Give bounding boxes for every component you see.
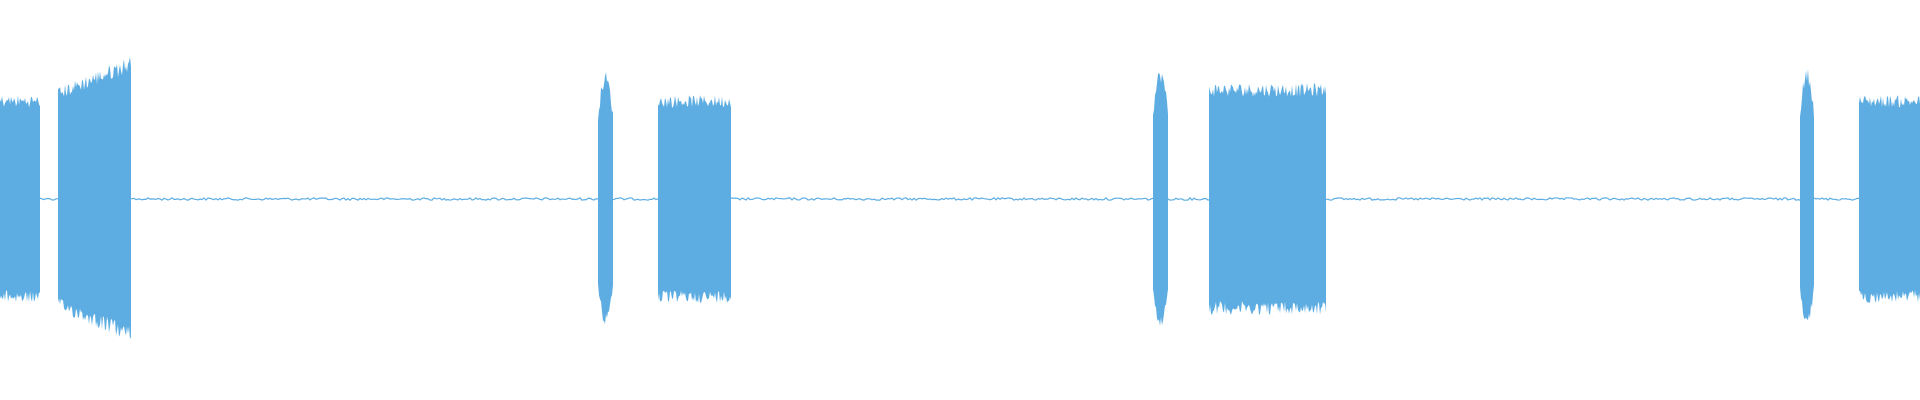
- waveform-burst-7: [1800, 68, 1814, 320]
- waveform-baseline: [0, 196, 1920, 201]
- waveform-bursts: [0, 56, 1920, 340]
- waveform-burst-3: [598, 72, 613, 324]
- waveform-burst-4: [658, 95, 731, 303]
- waveform-burst-6: [1209, 83, 1326, 315]
- waveform-burst-8: [1859, 95, 1920, 303]
- waveform-burst-1: [0, 95, 40, 303]
- waveform-burst-5: [1153, 72, 1168, 327]
- waveform-burst-2: [58, 56, 131, 340]
